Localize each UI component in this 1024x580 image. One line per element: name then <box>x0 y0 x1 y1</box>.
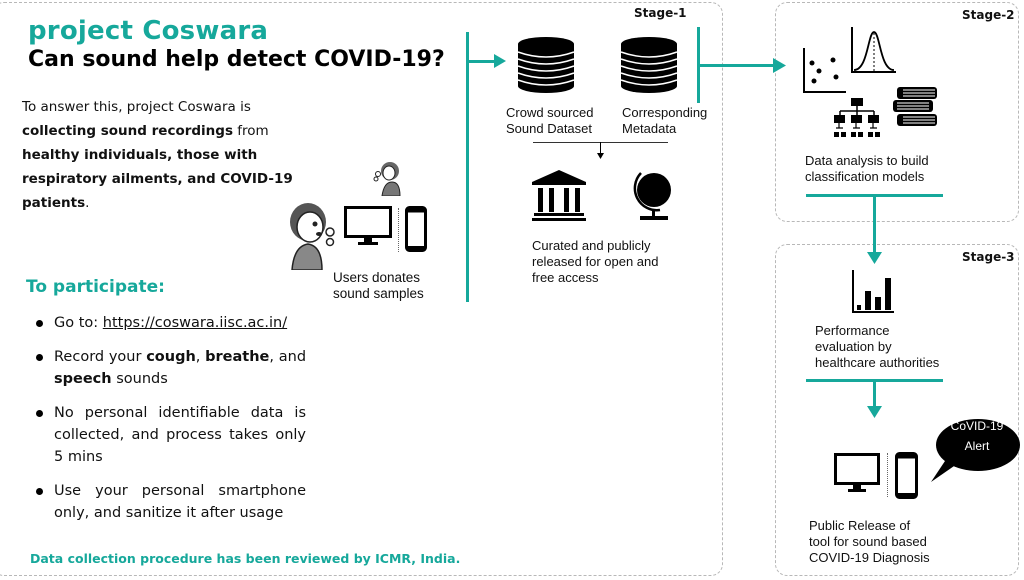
coswara-link[interactable]: https://coswara.iisc.ac.in/ <box>102 315 288 331</box>
smartphone-icon <box>895 452 918 499</box>
label-line: Sound Dataset <box>506 121 593 136</box>
step-text: sounds <box>111 371 168 387</box>
label-line: Crowd sourced <box>506 105 594 120</box>
label-line: COVID-19 Diagnosis <box>809 550 930 565</box>
label-line: Metadata <box>622 121 677 136</box>
metadata-label: Corresponding Metadata <box>622 105 707 137</box>
label-line: Data analysis to build <box>805 153 929 168</box>
stage3-panel <box>775 244 1019 576</box>
intro-text: To answer this, project Coswara is <box>22 99 251 115</box>
users-label: Users donates sound samples <box>333 270 424 302</box>
step-text: , <box>195 349 206 365</box>
label-line: Users donates <box>333 270 421 285</box>
stage1-to-stage2-line <box>697 64 775 67</box>
label-line: tool for sound based <box>809 534 927 549</box>
step-text: , and <box>269 349 307 365</box>
globe-icon <box>633 172 671 220</box>
arrow-down-icon <box>867 406 882 418</box>
dataset-label: Crowd sourced Sound Dataset <box>506 105 593 137</box>
alert-line: Alert <box>964 439 990 453</box>
label-line: free access <box>532 270 599 285</box>
step-bold: speech <box>54 371 112 387</box>
speech-bubble-icon <box>931 419 1020 482</box>
intro-text: . <box>85 195 90 211</box>
intro-text: from <box>233 123 269 139</box>
desktop-monitor-icon <box>344 206 392 245</box>
step-item: No personal identifiable data is collect… <box>36 402 306 468</box>
stage2-title: Stage-2 <box>962 8 1015 22</box>
label-line: Performance <box>815 323 890 338</box>
alert-line: CoVID-19 <box>950 419 1004 433</box>
alert-text: CoVID-19 Alert <box>935 416 1019 456</box>
participation-steps: Go to: https://coswara.iisc.ac.in/ Recor… <box>36 312 306 536</box>
label-line: Corresponding <box>622 105 708 120</box>
participate-heading: To participate: <box>26 277 165 297</box>
desktop-monitor-icon <box>834 453 880 492</box>
footer-note: Data collection procedure has been revie… <box>30 551 461 566</box>
label-line: healthcare authorities <box>815 355 940 370</box>
intro-bold: healthy individuals, those with respirat… <box>22 147 293 211</box>
step-text: Go to: <box>54 315 103 331</box>
stage2-panel <box>775 2 1019 222</box>
arrow-right-icon <box>494 54 506 68</box>
release-label: Curated and publicly released for open a… <box>532 238 658 286</box>
database-icon <box>517 37 575 93</box>
intro-bold: collecting sound recordings <box>22 123 233 139</box>
device-divider <box>887 453 888 497</box>
step-text: Record your <box>54 349 147 365</box>
bell-curve-icon <box>851 27 896 73</box>
institution-icon <box>532 170 586 221</box>
stage3-title: Stage-3 <box>962 250 1015 264</box>
books-icon <box>893 87 937 126</box>
merge-arrow-line <box>600 142 601 154</box>
intro-paragraph: To answer this, project Coswara is colle… <box>22 95 312 215</box>
stage2-to-stage3-line <box>873 194 876 254</box>
scatter-plot-icon <box>803 48 846 93</box>
step-item: Use your personal smartphone only, and s… <box>36 480 306 524</box>
main-panel <box>0 2 723 576</box>
step-item: Go to: https://coswara.iisc.ac.in/ <box>36 312 306 334</box>
page-subtitle: Can sound help detect COVID-19? <box>28 47 445 72</box>
public-release-label: Public Release of tool for sound based C… <box>809 518 930 566</box>
flow-line-vertical <box>466 32 469 302</box>
person-small-icon <box>373 162 401 196</box>
smartphone-icon <box>405 206 427 252</box>
step-bold: cough <box>146 349 196 365</box>
device-divider <box>398 208 399 252</box>
arrow-right-icon <box>773 58 786 73</box>
label-line: classification models <box>805 169 925 184</box>
flow-line-horizontal <box>466 60 496 63</box>
label-line: evaluation by <box>815 339 892 354</box>
person-coughing-icon <box>290 203 335 270</box>
step-bold: breathe <box>205 349 270 365</box>
arrow-down-icon <box>597 153 604 159</box>
label-line: Public Release of <box>809 518 911 533</box>
hierarchy-icon <box>834 98 880 137</box>
eval-to-release-line <box>873 379 876 409</box>
label-line: Curated and publicly <box>532 238 651 253</box>
project-title: project Coswara <box>28 16 269 46</box>
label-line: released for open and <box>532 254 659 269</box>
bar-chart-icon <box>852 270 894 313</box>
stage1-title: Stage-1 <box>634 6 687 20</box>
stage2-label: Data analysis to build classification mo… <box>805 153 929 185</box>
evaluation-label: Performance evaluation by healthcare aut… <box>815 323 939 371</box>
metadata-database-icon <box>620 37 678 93</box>
step-item: Record your cough, breathe, and speech s… <box>36 346 306 390</box>
arrow-down-icon <box>867 252 882 264</box>
label-line: sound samples <box>333 286 424 301</box>
